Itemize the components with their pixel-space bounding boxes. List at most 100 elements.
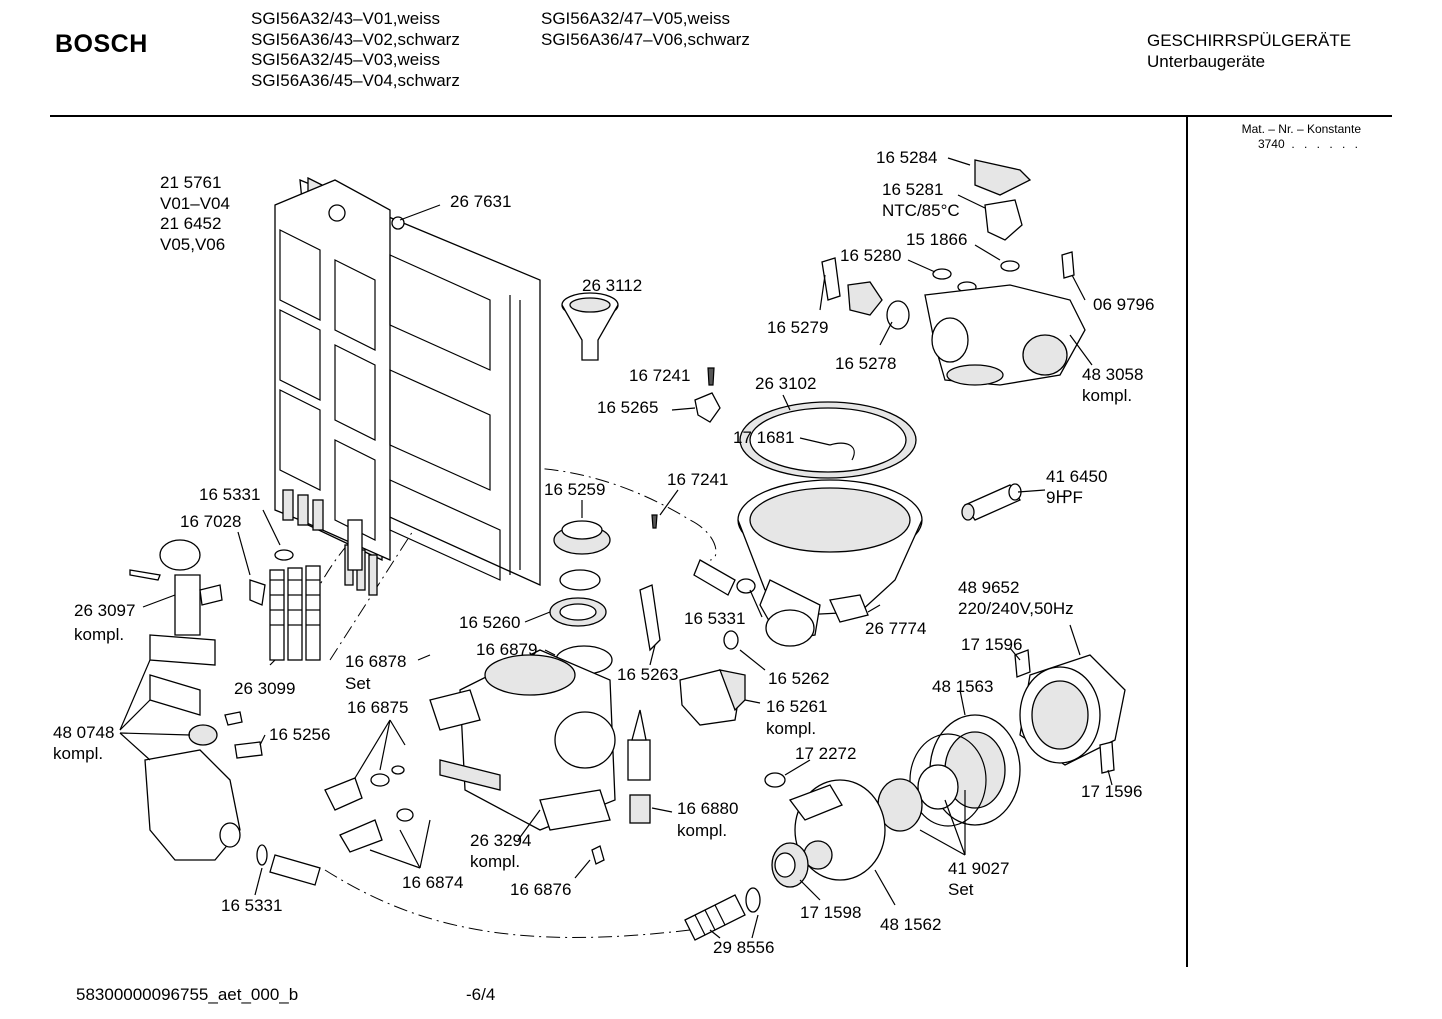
model-list-col2: SGI56A32/47–V05,weiss SGI56A36/47–V06,sc…	[541, 9, 750, 50]
category-block: GESCHIRRSPÜLGERÄTE Unterbaugeräte	[1147, 30, 1351, 72]
label-165256: 16 5256	[269, 725, 330, 744]
label-v05v06: V05,V06	[160, 235, 225, 254]
sump-part	[737, 401, 923, 647]
label-165263: 16 5263	[617, 665, 678, 684]
label-215761: 21 5761	[160, 173, 221, 192]
mat-constant-block: Mat. – Nr. – Konstante 3740 . . . . . .	[1196, 122, 1361, 152]
label-263294-kompl: kompl.	[470, 852, 520, 871]
label-capacitance: 9㏋F	[1046, 488, 1083, 507]
part-labels: 21 5761 V01–V04 21 6452 V05,V06 26 7631 …	[53, 148, 1154, 957]
mat-value-row: 3740 . . . . . .	[1196, 137, 1361, 152]
label-165278: 16 5278	[835, 354, 896, 373]
label-165279: 16 5279	[767, 318, 828, 337]
label-267631: 26 7631	[450, 192, 511, 211]
mat-dots: . . . . . .	[1291, 137, 1361, 151]
drain-hose-part	[256, 844, 321, 886]
label-171598: 17 1598	[800, 903, 861, 922]
label-167028: 16 7028	[180, 512, 241, 531]
label-069796: 06 9796	[1093, 295, 1154, 314]
label-263102: 26 3102	[755, 374, 816, 393]
label-298556: 29 8556	[713, 938, 774, 957]
label-165259: 16 5259	[544, 480, 605, 499]
page-number: -6/4	[466, 985, 496, 1004]
label-481562: 48 1562	[880, 915, 941, 934]
brand-logo: BOSCH	[55, 30, 148, 58]
label-481563: 48 1563	[932, 677, 993, 696]
label-167241-top: 16 7241	[629, 366, 690, 385]
model-line: SGI56A36/47–V06,schwarz	[541, 29, 750, 49]
rinse-aid-parts	[627, 709, 651, 824]
label-165281: 16 5281	[882, 180, 943, 199]
pump-motor-part	[1014, 649, 1126, 774]
label-483058-kompl: kompl.	[1082, 386, 1132, 405]
label-263294: 26 3294	[470, 831, 531, 850]
header-divider	[50, 115, 1392, 117]
mat-value: 3740	[1257, 137, 1285, 151]
pressure-switch-part	[639, 584, 746, 726]
level-sensor-parts	[129, 539, 294, 861]
label-165261-kompl: kompl.	[766, 719, 816, 738]
label-419027-set: Set	[948, 880, 974, 899]
label-165262: 16 5262	[768, 669, 829, 688]
label-416450: 41 6450	[1046, 467, 1107, 486]
model-line: SGI56A36/45–V04,schwarz	[251, 70, 460, 90]
label-165260: 16 5260	[459, 613, 520, 632]
category-title: GESCHIRRSPÜLGERÄTE	[1147, 31, 1352, 50]
circulation-pump-part	[764, 772, 886, 888]
label-166880-kompl: kompl.	[677, 821, 727, 840]
label-power: 220/240V,50Hz	[958, 599, 1074, 618]
label-263097: 26 3097	[74, 601, 135, 620]
label-166875: 16 6875	[347, 698, 408, 717]
label-165331-mid: 16 5331	[684, 609, 745, 628]
label-165261: 16 5261	[766, 697, 827, 716]
label-171681: 17 1681	[733, 428, 794, 447]
spring-hose-part	[693, 559, 756, 650]
label-166876: 16 6876	[510, 880, 571, 899]
label-263112: 26 3112	[582, 276, 642, 295]
label-166878: 16 6878	[345, 652, 406, 671]
funnel-part	[561, 292, 619, 361]
mat-label: Mat. – Nr. – Konstante	[1241, 122, 1361, 136]
label-419027: 41 9027	[948, 859, 1009, 878]
label-263099: 26 3099	[234, 679, 295, 698]
label-165265: 16 5265	[597, 398, 658, 417]
dosing-valves	[324, 765, 605, 865]
heater-valve-assembly	[821, 159, 1086, 386]
label-267774: 26 7774	[865, 619, 926, 638]
label-171596-top: 17 1596	[961, 635, 1022, 654]
label-171596-bottom: 17 1596	[1081, 782, 1142, 801]
model-line: SGI56A32/43–V01,weiss	[251, 9, 441, 28]
leader-lines	[119, 157, 1113, 939]
label-165284: 16 5284	[876, 148, 937, 167]
label-216452: 21 6452	[160, 214, 221, 233]
pump-housing-part	[877, 714, 1021, 832]
label-166874: 16 6874	[402, 873, 463, 892]
label-165280: 16 5280	[840, 246, 901, 265]
label-483058: 48 3058	[1082, 365, 1143, 384]
model-line: SGI56A36/43–V02,schwarz	[251, 29, 460, 49]
label-166878-set: Set	[345, 674, 371, 693]
label-480748-kompl: kompl.	[53, 744, 103, 763]
filter-parts	[549, 520, 613, 675]
label-165331-bottom: 16 5331	[221, 896, 282, 915]
capacitor-part	[961, 483, 1022, 521]
category-subtitle: Unterbaugeräte	[1147, 52, 1266, 71]
screw-clip-parts	[651, 367, 721, 529]
label-172272: 17 2272	[795, 744, 856, 763]
water-softener-part	[429, 649, 616, 831]
document-id: 58300000096755_aet_000_b	[76, 985, 299, 1004]
label-151866: 15 1866	[906, 230, 967, 249]
label-166880: 16 6880	[677, 799, 738, 818]
label-ntc: NTC/85°C	[882, 201, 960, 220]
label-167241-mid: 16 7241	[667, 470, 728, 489]
model-line: SGI56A32/45–V03,weiss	[251, 50, 441, 69]
label-263097-kompl: kompl.	[74, 625, 124, 644]
label-v01v04: V01–V04	[160, 194, 230, 213]
label-166879: 16 6879	[476, 640, 537, 659]
hose-part	[684, 887, 761, 941]
label-489652: 48 9652	[958, 578, 1019, 597]
sidebar-divider	[1186, 117, 1188, 967]
corrugated-hoses	[249, 565, 321, 661]
label-165331-left: 16 5331	[199, 485, 260, 504]
